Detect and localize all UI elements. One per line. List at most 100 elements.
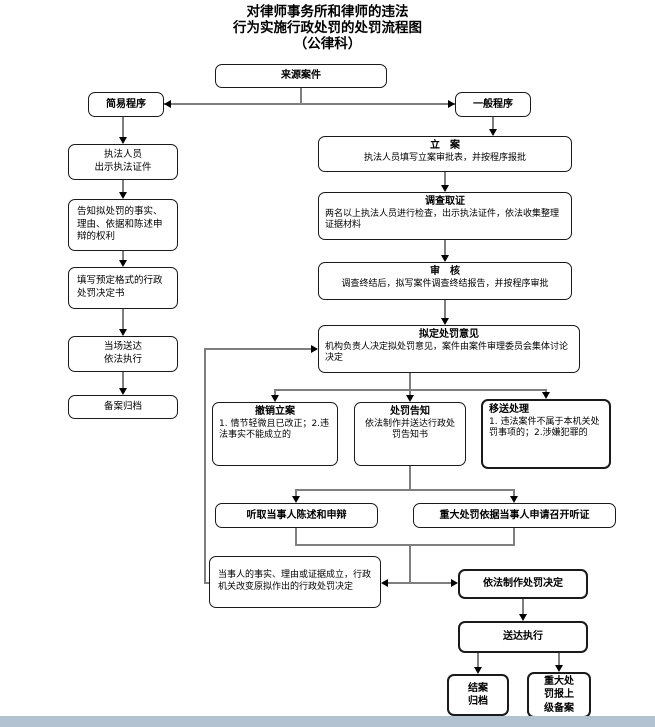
- node-case-filing-body: 执法人员填写立案审批表，并按程序报批: [363, 152, 526, 163]
- node-show-credentials-label: 执法人员 出示执法证件: [94, 149, 152, 173]
- node-investigation-body: 两名以上执法人员进行检查，出示执法证件，依法收集整理证据材料: [325, 208, 560, 231]
- node-inform-rights-label: 告知拟处罚的事实、 理由、依据和陈述申 辩的权利: [77, 206, 163, 243]
- connector-arrowhead: [119, 137, 127, 144]
- node-show-credentials: 执法人员 出示执法证件: [68, 144, 178, 180]
- connector-line: [513, 490, 515, 498]
- node-make-decision-label: 依法制作处罚决定: [483, 578, 563, 590]
- node-penalty-notice-title: 处罚告知: [390, 406, 430, 417]
- connector-line: [204, 582, 211, 584]
- connector-arrowhead: [474, 667, 482, 674]
- node-simple-procedure: 简易程序: [88, 92, 164, 117]
- node-simple-procedure-label: 简易程序: [106, 98, 146, 110]
- connector-arrowhead: [292, 496, 300, 503]
- connector-line: [122, 372, 124, 390]
- node-hearing-label: 重大处罚依据当事人申请召开听证: [439, 509, 590, 521]
- connector-line: [444, 300, 446, 319]
- connector-line: [122, 117, 124, 139]
- node-major-report-label: 重大处 罚报上 级备案: [544, 676, 574, 714]
- node-review-title: 审 核: [430, 266, 460, 277]
- connector-line: [295, 489, 515, 491]
- connector-line: [444, 240, 446, 257]
- connector-arrowhead: [441, 255, 449, 262]
- connector-line: [388, 582, 411, 584]
- node-close-case-label: 结案 归档: [468, 682, 488, 707]
- node-penalty-notice: 处罚告知 依法制作并送达行政处罚告知书: [354, 402, 466, 466]
- node-general-procedure: 一般程序: [455, 92, 531, 117]
- connector-arrowhead: [555, 665, 563, 672]
- node-source-case: 来源案件: [215, 64, 387, 88]
- connector-arrowhead: [406, 395, 414, 402]
- connector-line: [522, 599, 524, 616]
- connector-arrowhead: [119, 329, 127, 336]
- connector-line: [492, 117, 494, 131]
- footer-bar: [0, 716, 655, 727]
- node-review: 审 核 调查终结后，拟写案件调查终结报告，并按程序审批: [318, 262, 572, 300]
- page-title: 对律师事务所和律师的违法 行为实施行政处罚的处罚流程图 （公律科）: [0, 4, 655, 52]
- node-deliver-execute-label: 送达执行: [503, 631, 543, 643]
- node-draft-opinion-body: 机构负责人决定拟处罚意见，案件由案件审理委员会集体讨论决定: [325, 341, 569, 364]
- node-case-filing: 立 案 执法人员填写立案审批表，并按程序报批: [318, 136, 572, 172]
- connector-arrowhead: [510, 496, 518, 503]
- node-file-record-label: 备案归档: [103, 400, 142, 412]
- node-source-case-label: 来源案件: [281, 70, 321, 82]
- connector-line: [444, 172, 446, 187]
- connector-line: [164, 103, 456, 105]
- connector-arrowhead: [441, 318, 449, 325]
- connector-arrowhead: [119, 388, 127, 395]
- node-fill-decision-label: 填写预定格式的行政 处罚决定书: [77, 275, 163, 299]
- connector-arrowhead: [489, 129, 497, 136]
- node-file-record: 备案归档: [68, 395, 178, 419]
- node-transfer-title: 移送处理: [489, 404, 529, 415]
- connector-line: [122, 309, 124, 331]
- node-investigation: 调查取证 两名以上执法人员进行检查，出示执法证件，依法收集整理证据材料: [318, 192, 572, 240]
- node-deliver-onsite-label: 当场送达 依法执行: [103, 341, 142, 365]
- node-case-filing-title: 立 案: [430, 140, 460, 151]
- connector-arrowhead: [448, 100, 455, 108]
- connector-arrowhead: [271, 395, 279, 402]
- title-line-2: 行为实施行政处罚的处罚流程图: [233, 20, 422, 36]
- connector-line: [295, 528, 297, 545]
- node-hear-statement: 听取当事人陈述和申辩: [215, 503, 378, 528]
- node-draft-opinion: 拟定处罚意见 机构负责人决定拟处罚意见，案件由案件审理委员会集体讨论决定: [318, 325, 580, 373]
- connector-line: [513, 528, 515, 545]
- connector-arrowhead: [441, 185, 449, 192]
- connector-arrowhead: [164, 100, 171, 108]
- node-major-report: 重大处 罚报上 级备案: [527, 672, 591, 718]
- connector-line: [122, 251, 124, 262]
- connector-line: [409, 390, 411, 397]
- connector-line: [558, 653, 560, 667]
- node-deliver-onsite: 当场送达 依法执行: [68, 336, 178, 372]
- title-line-1: 对律师事务所和律师的违法: [246, 4, 409, 20]
- node-hear-statement-label: 听取当事人陈述和申辩: [246, 509, 347, 521]
- connector-arrowhead: [381, 579, 388, 587]
- connector-line: [409, 582, 452, 584]
- node-review-body: 调查终结后，拟写案件调查终结报告，并按程序审批: [341, 278, 549, 289]
- node-party-facts: 当事人的事实、理由或证据成立，行政机关改变原拟作出的行政处罚决定: [209, 556, 381, 608]
- connector-line: [295, 544, 515, 546]
- connector-arrowhead: [451, 579, 458, 587]
- node-withdraw-filing-body: 1. 情节轻微且已改正；2.违法事实不能成立的: [219, 418, 330, 441]
- node-close-case: 结案 归档: [447, 674, 509, 716]
- node-transfer-body: 1. 违法案件不属于本机关处罚事项的；2.涉嫌犯罪的: [489, 416, 600, 439]
- connector-line: [477, 653, 479, 669]
- connector-line: [300, 88, 302, 104]
- node-withdraw-filing: 撤销立案 1. 情节轻微且已改正；2.违法事实不能成立的: [212, 402, 338, 466]
- node-transfer: 移送处理 1. 违法案件不属于本机关处罚事项的；2.涉嫌犯罪的: [481, 399, 611, 469]
- node-deliver-execute: 送达执行: [458, 621, 588, 653]
- connector-arrowhead: [119, 260, 127, 267]
- node-inform-rights: 告知拟处罚的事实、 理由、依据和陈述申 辩的权利: [68, 199, 178, 251]
- node-fill-decision: 填写预定格式的行政 处罚决定书: [68, 267, 178, 309]
- connector-line: [204, 348, 312, 350]
- node-investigation-title: 调查取证: [425, 196, 465, 207]
- node-withdraw-filing-title: 撤销立案: [255, 406, 295, 417]
- node-party-facts-label: 当事人的事实、理由或证据成立，行政机关改变原拟作出的行政处罚决定: [218, 570, 372, 592]
- connector-line: [295, 490, 297, 498]
- connector-line: [409, 466, 411, 490]
- connector-arrowhead: [542, 392, 550, 399]
- node-general-procedure-label: 一般程序: [473, 98, 513, 110]
- connector-line: [204, 349, 206, 583]
- connector-line: [409, 373, 411, 390]
- connector-arrowhead: [519, 614, 527, 621]
- title-line-3: （公律科）: [293, 36, 362, 52]
